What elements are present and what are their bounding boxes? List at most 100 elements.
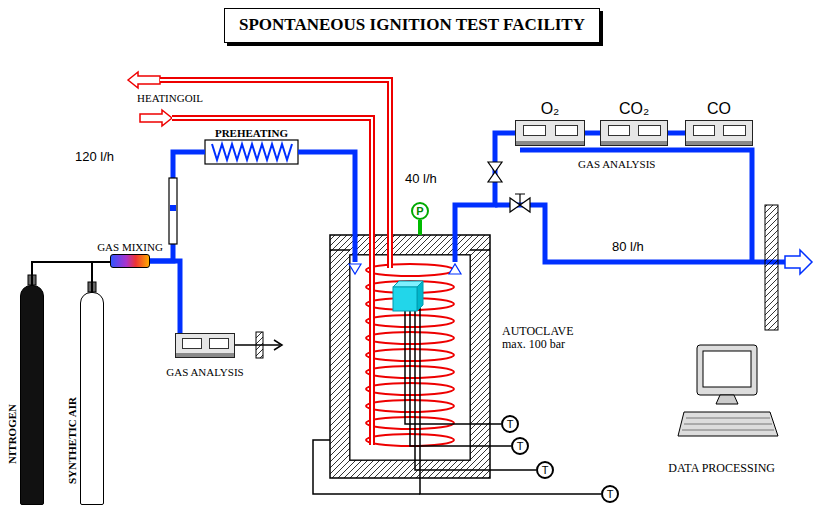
node-label: O₂ [541,100,560,118]
thermocouple-wires [405,307,490,424]
heating-coil [366,264,454,276]
autoclave-vessel-drawing [330,235,490,478]
inner-gas-pipes [353,235,358,262]
computer [682,418,774,430]
heating-oil-pipes [160,80,390,268]
preheater-coil-box [205,140,298,164]
gas-lines [495,150,785,262]
computer [716,395,738,404]
valve [488,162,530,212]
valve [488,162,502,172]
gas-lines [520,150,752,262]
thermocouple-wires [313,307,490,494]
pipe-connector [32,262,110,285]
node-label: T [517,440,524,452]
flow-direction-arrows [349,264,461,274]
exhaust-left [274,340,282,350]
computer [678,345,778,436]
temperature-sensor: T [501,415,519,433]
heating-oil-arrows [128,72,160,88]
node-label: T [607,488,614,500]
display-window [723,125,745,136]
heating-oil-pipes [160,80,390,268]
annotation-label: 120 l/h [75,150,114,164]
node-label: CO₂ [619,100,649,118]
valve [488,172,502,182]
node-label: CO [707,100,731,118]
exhaust-arrow [785,250,812,274]
pipe-connector [298,152,355,235]
gas-cylinder: SYNTHETIC AIR [80,292,104,505]
pipe-connector [490,423,501,425]
flowmeter [170,205,176,211]
display-window [693,125,715,136]
annotation-label: GAS ANALYSIS [578,158,655,170]
pipe-connector [150,261,180,333]
node-label: GAS MIXING [97,241,163,253]
pipe-connector [92,262,110,292]
thermocouple-wires [419,307,421,478]
preheater-coil-box [212,144,292,160]
gas-mixer: GAS MIXING [110,254,150,268]
exhaust-wall [765,205,778,330]
heating-oil-pipes [172,118,372,445]
pipe-connector [490,445,511,447]
sample-cube [393,281,423,311]
display-window [638,125,660,136]
thermocouple-wires [415,307,490,470]
valve [515,194,525,205]
node-label: T [507,418,514,430]
sample-cube [393,287,417,311]
thermocouple-wires [313,440,420,494]
node-label: T [542,464,549,476]
autoclave-vessel-drawing [330,235,490,478]
thermocouple-wires [410,307,490,446]
preheater-coil-box [205,140,298,164]
node-label: P [416,205,423,217]
pipe-connector [420,478,601,494]
annotation-label: 80 l/h [612,240,644,254]
display-window [182,338,202,349]
autoclave-vessel: AUTOCLAVE max. 100 bar [330,235,490,478]
display-window [608,125,630,136]
pipe-connector [585,131,600,136]
heating-oil-pipes [172,118,372,445]
temperature-sensor: T [536,461,554,479]
temperature-sensor: T [511,437,529,455]
exhaust-wall [256,332,263,358]
inner-gas-pipes [355,235,455,262]
display-window [555,125,578,136]
heating-oil-pipes [160,80,390,445]
pipe-connector [418,220,422,235]
annotation-label: HEATINGOIL [137,92,203,104]
display-window [523,125,546,136]
heating-oil-arrows [140,110,172,126]
node-label: NITROGEN [6,404,18,464]
pipe-connector [668,131,685,136]
analyzer-box: O₂ [515,120,585,146]
analyzer-box: CO₂ [600,120,668,146]
title-box: SPONTANEOUS IGNITION TEST FACILITY [224,8,600,43]
pressure-gauge: P [411,202,429,220]
temperature-sensor: T [601,485,619,503]
gas-cylinder: NITROGEN [20,285,44,505]
annotation-label: 40 l/h [405,172,437,186]
computer [678,412,778,436]
node-label: PREHEATING [215,127,288,139]
computer: DATA PROCESSING [678,345,775,440]
computer [697,345,757,395]
gas-lines [495,205,785,262]
valve [520,198,530,212]
valve [510,198,520,212]
pipe-connector [455,133,515,235]
node-label: SYNTHETIC AIR [66,397,78,484]
node-label: DATA PROCESSING [668,462,775,475]
flow-direction-arrows [449,264,461,274]
flow-direction-arrows [349,264,361,274]
display-window [209,338,229,349]
pipe-connector [490,469,536,471]
node-label: GAS ANALYSIS [166,366,243,378]
preheater-box: PREHEATING [205,140,298,164]
inner-gas-pipes [453,235,458,262]
